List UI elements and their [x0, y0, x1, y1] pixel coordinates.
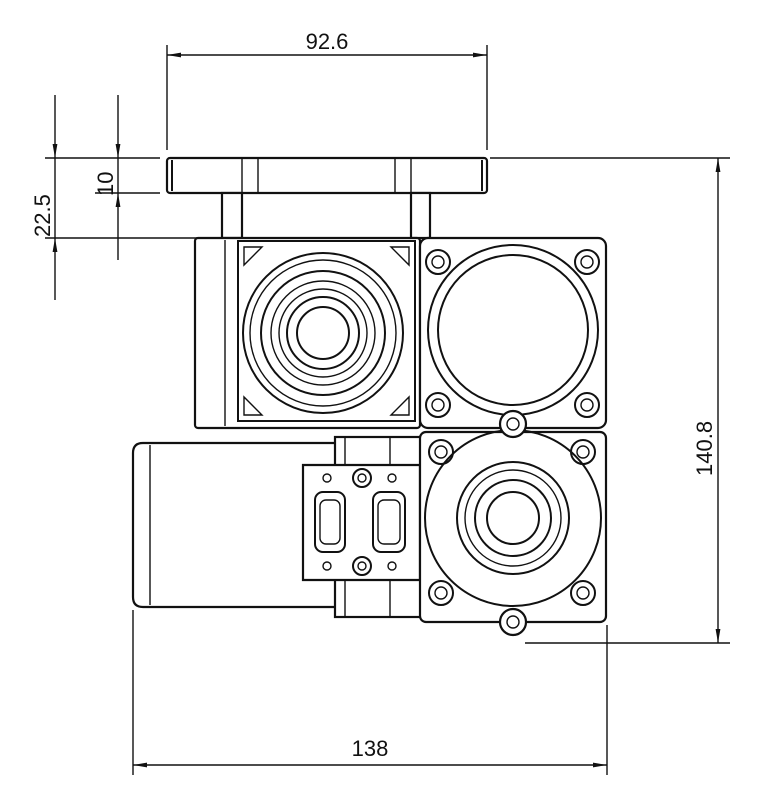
dimension-bottom-width: 138 — [132, 610, 608, 775]
thermal-window-module — [418, 236, 608, 430]
dimension-label-left-outer: 22.5 — [30, 194, 55, 237]
screw-icon — [425, 249, 600, 418]
hinge-knob — [498, 409, 528, 637]
mounting-flange — [165, 156, 489, 240]
zoom-camera-module — [193, 236, 422, 430]
dimension-label-bottom: 138 — [352, 736, 389, 761]
db-connector-left — [314, 491, 346, 553]
dimension-label-right: 140.8 — [692, 421, 717, 476]
dimension-right-height: 140.8 — [490, 157, 730, 644]
connector-plate — [301, 463, 422, 582]
dimension-label-top: 92.6 — [306, 29, 349, 54]
dimension-label-left-inner: 10 — [93, 172, 118, 196]
dimension-left: 22.5 10 — [30, 95, 200, 300]
dimension-top-width: 92.6 — [166, 29, 488, 150]
wide-camera-module — [418, 429, 608, 624]
screw-icon — [428, 439, 596, 606]
db-connector-right — [372, 491, 406, 553]
